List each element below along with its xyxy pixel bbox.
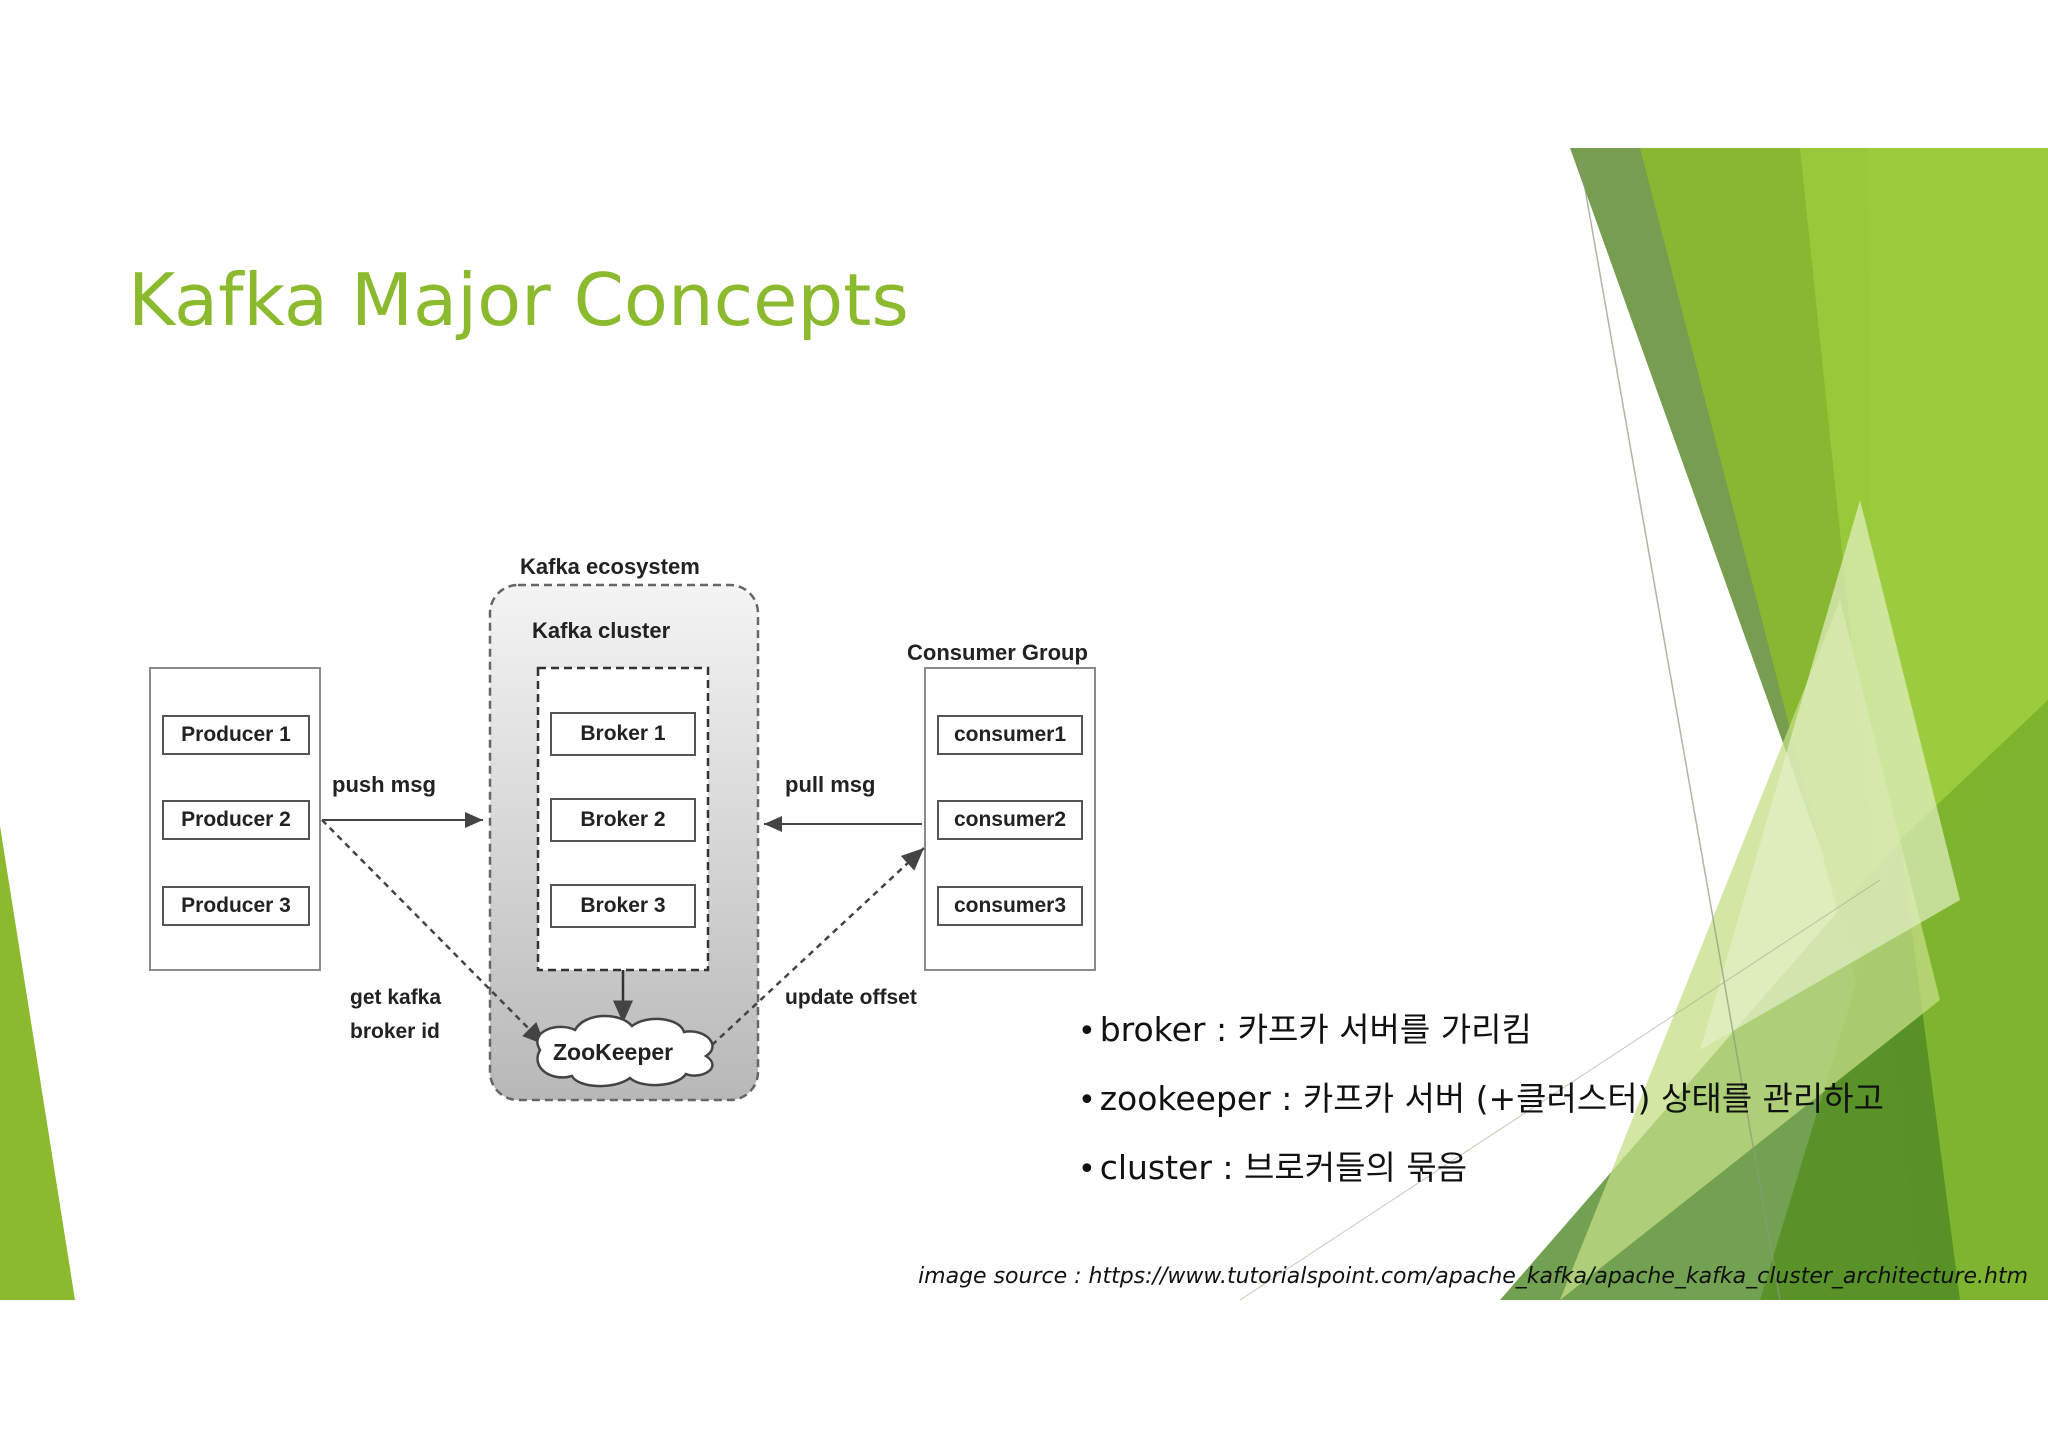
bullet-dot: •: [1078, 1014, 1096, 1049]
broker-2-box: Broker 2: [550, 798, 696, 842]
bullet-description: 카프카 서버 (+클러스터) 상태를 관리하고: [1302, 1079, 1884, 1118]
bullet-description: 카프카 서버를 가리킴: [1237, 1010, 1532, 1049]
producer-3-box: Producer 3: [162, 886, 310, 926]
broker-3-box: Broker 3: [550, 884, 696, 928]
push-msg-label: push msg: [332, 772, 436, 797]
image-source-note: image source : https://www.tutorialspoin…: [918, 1264, 2028, 1289]
bullet-zookeeper: •zookeeper : 카프카 서버 (+클러스터) 상태를 관리하고: [1078, 1069, 1884, 1138]
bullet-separator: :: [1205, 1010, 1238, 1049]
consumer-2-box: consumer2: [937, 800, 1083, 840]
consumer-group-label: Consumer Group: [907, 640, 1088, 665]
pull-msg-label: pull msg: [785, 772, 876, 797]
bullet-term: broker: [1099, 1010, 1206, 1049]
bullet-term: cluster: [1099, 1148, 1212, 1187]
broker-id-label: broker id: [350, 1020, 440, 1043]
bullet-dot: •: [1078, 1152, 1096, 1187]
bullet-term: zookeeper: [1099, 1079, 1271, 1118]
update-offset-label: update offset: [785, 986, 917, 1009]
bullet-description: 브로커들의 묶음: [1244, 1148, 1468, 1187]
zookeeper-label: ZooKeeper: [553, 1039, 674, 1065]
get-broker-id-arrow: [321, 819, 546, 1046]
bullet-dot: •: [1078, 1083, 1096, 1118]
broker-1-box: Broker 1: [550, 712, 696, 756]
bullet-broker: •broker : 카프카 서버를 가리킴: [1078, 1000, 1884, 1069]
producer-1-box: Producer 1: [162, 715, 310, 755]
update-offset-arrow: [711, 847, 925, 1046]
definition-list: •broker : 카프카 서버를 가리킴 •zookeeper : 카프카 서…: [1078, 1000, 1884, 1207]
kafka-cluster-label: Kafka cluster: [532, 618, 671, 643]
slide-title: Kafka Major Concepts: [128, 258, 909, 342]
get-kafka-label: get kafka: [350, 986, 442, 1009]
bullet-separator: :: [1211, 1148, 1245, 1187]
producer-2-box: Producer 2: [162, 800, 310, 840]
consumer-1-box: consumer1: [937, 715, 1083, 755]
bullet-separator: :: [1270, 1079, 1303, 1118]
kafka-ecosystem-label: Kafka ecosystem: [520, 554, 700, 579]
zookeeper-cloud-icon: [536, 1014, 714, 1088]
bullet-cluster: •cluster : 브로커들의 묶음: [1078, 1138, 1884, 1207]
consumer-3-box: consumer3: [937, 886, 1083, 926]
